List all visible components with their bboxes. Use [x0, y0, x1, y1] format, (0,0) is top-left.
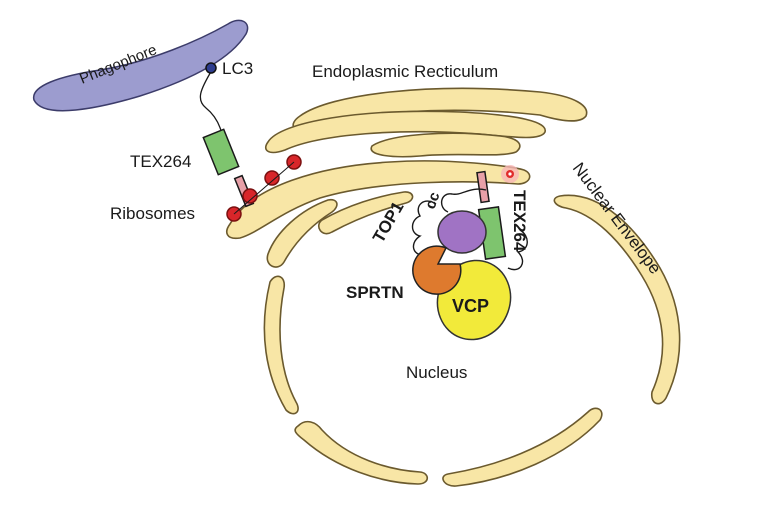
endoplasmic-reticulum: [226, 87, 588, 268]
er-tube-long: [226, 160, 531, 240]
nuclear-envelope-bottom-left: [294, 420, 429, 485]
cc-label: cc: [422, 190, 444, 211]
sprtn-protein: [412, 245, 462, 295]
er-tube-lower: [266, 198, 338, 268]
ribosome-link: [233, 161, 295, 215]
er-cisterna-2: [264, 110, 546, 154]
lc3-dot: [205, 62, 217, 74]
nuclear-envelope-left-arc: [263, 275, 299, 415]
sprtn-label: SPRTN: [346, 283, 404, 302]
nuclear-envelope-top-left: [317, 191, 414, 235]
phagophore-membrane: [33, 19, 249, 112]
tex264-pink-anchor-right: [476, 170, 490, 204]
tex264-left-label: TEX264: [130, 152, 191, 171]
ribosomes-label: Ribosomes: [110, 204, 195, 223]
vcp-label: VCP: [452, 296, 489, 316]
protein-chain: [411, 188, 528, 271]
tex264-green-box-left: [202, 128, 240, 176]
er-cisterna-3: [370, 132, 521, 158]
er-label: Endoplasmic Recticulum: [312, 62, 498, 81]
highlight-core: [508, 172, 512, 176]
nuclear-envelope-label: Nuclear Envelope: [569, 159, 665, 278]
lc3-tether: [199, 69, 223, 135]
ribosome: [242, 188, 258, 204]
nuclear-envelope-bottom-right: [442, 407, 603, 487]
tex264-right-label: TEX264: [510, 190, 529, 252]
ribosomes: [226, 154, 302, 222]
lc3-label: LC3: [222, 59, 253, 78]
nucleus-label: Nucleus: [406, 363, 467, 382]
nuclear-envelope: [263, 191, 681, 487]
top1-protein: [437, 210, 487, 254]
ribosome: [264, 170, 280, 186]
nuclear-envelope-right-arc: [553, 194, 681, 405]
